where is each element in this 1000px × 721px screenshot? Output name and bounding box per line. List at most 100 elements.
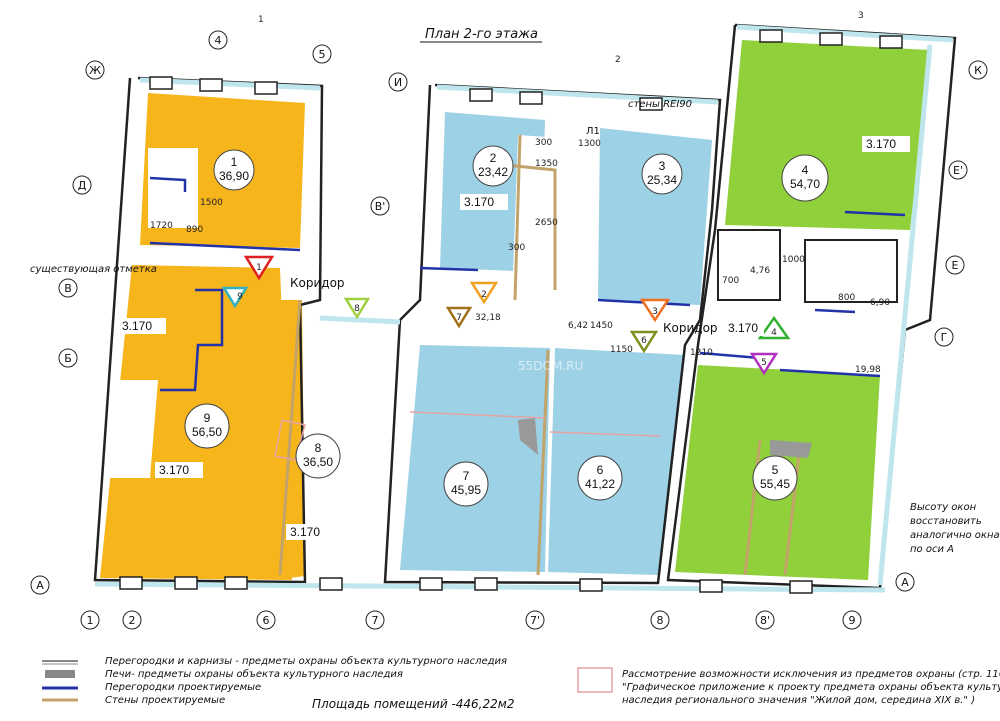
axis-label: 7' — [530, 614, 540, 627]
room-3-fill — [598, 128, 712, 305]
marker-triangle — [221, 286, 249, 309]
axis-label: Г — [941, 331, 948, 344]
level-box — [724, 320, 764, 336]
axis-circle — [948, 160, 968, 180]
window-notch — [789, 580, 813, 594]
walls-rei-label: стены REI90 — [628, 99, 692, 110]
level-mark: 3.170 — [464, 195, 494, 209]
wall-tan — [278, 299, 302, 576]
window-strip-corridor — [319, 315, 401, 325]
room-8-fill — [280, 300, 305, 578]
axis-label: 7 — [372, 614, 379, 627]
room-badge — [577, 455, 623, 501]
marker-triangle — [757, 315, 791, 340]
window-note-line: аналогично окнам — [910, 530, 1000, 541]
corridor-label-1: Коридор — [290, 276, 345, 290]
marker-number: 4 — [771, 328, 777, 338]
level-mark: 3.170 — [159, 463, 189, 477]
window-notch — [199, 78, 223, 92]
axis-label: В' — [375, 200, 386, 213]
dim-label: 890 — [186, 225, 203, 235]
window-note-line: восстановить — [910, 516, 982, 527]
wall-tan — [504, 163, 557, 290]
room-badge — [213, 149, 255, 191]
marker-number: 9 — [237, 292, 243, 302]
level-mark: 3.170 — [866, 137, 896, 151]
marker-triangle — [445, 306, 473, 329]
window-notch — [254, 81, 278, 95]
legend-text: Перегородки проектируемые — [105, 682, 261, 693]
window-note-line: Высоту окон — [910, 502, 977, 513]
axis-circle — [80, 610, 100, 630]
dim-label: 1500 — [200, 198, 223, 208]
room-badge — [752, 455, 798, 501]
bathroom-2 — [804, 239, 898, 303]
level-box — [118, 318, 166, 334]
window-notch — [224, 576, 248, 590]
axis-circle — [208, 30, 228, 50]
window-notch — [174, 576, 198, 590]
room-number: 9 — [204, 411, 211, 425]
axis-circle — [895, 572, 915, 592]
room-area: 36,90 — [219, 169, 249, 183]
room-number: 3 — [659, 159, 666, 173]
stair-left-area — [148, 148, 198, 228]
stair-center — [512, 135, 590, 302]
room-area: 23,42 — [478, 165, 508, 179]
window-note-line: по оси А — [910, 544, 954, 555]
existing-mark-label: существующая отметка — [30, 264, 157, 275]
pink-zone — [274, 419, 306, 461]
dim-label: 6,90 — [870, 298, 890, 308]
axis-circle — [30, 575, 50, 595]
room-area: 55,45 — [760, 477, 790, 491]
section-mark: 3 — [858, 11, 864, 21]
axis-label: 8 — [657, 614, 664, 627]
dim-label: 700 — [722, 276, 739, 286]
axis-label: 9 — [849, 614, 856, 627]
marker-number: 2 — [481, 290, 487, 300]
axis-circle — [58, 348, 78, 368]
axis-circle — [256, 610, 276, 630]
window-notch — [759, 29, 783, 43]
legend-text: Стены проектируемые — [105, 695, 225, 706]
legend-text: Печи- предметы охраны объекта культурног… — [105, 668, 403, 680]
level-box — [155, 462, 203, 478]
legend-right-text: Рассмотрение возможности исключения из п… — [622, 669, 1000, 680]
dim-label: 1210 — [690, 348, 713, 358]
level-box — [460, 194, 508, 210]
level-box — [862, 136, 910, 152]
room-area: 41,22 — [585, 477, 615, 491]
room-area: 45,95 — [451, 483, 481, 497]
room-6-fill — [548, 348, 685, 575]
section-mark: 1 — [258, 15, 264, 25]
partition-blue — [160, 288, 224, 392]
partition-blue — [779, 368, 881, 378]
axis-circle — [122, 610, 142, 630]
axis-circle — [842, 610, 862, 630]
axis-label: 6 — [263, 614, 270, 627]
room-area: 25,34 — [647, 173, 677, 187]
axis-label: 1 — [87, 614, 94, 627]
room-4-fill — [725, 40, 930, 230]
stair-left-bottom — [105, 380, 158, 478]
room-badge — [641, 153, 683, 195]
axis-circle — [934, 327, 954, 347]
axis-circle — [312, 44, 332, 64]
marker-triangle — [639, 298, 671, 323]
axis-label: A — [901, 576, 909, 589]
axis-circle — [945, 255, 965, 275]
axis-label: 5 — [319, 48, 326, 61]
room-badge — [184, 403, 230, 449]
window-notch — [819, 32, 843, 46]
axis-circle — [72, 175, 92, 195]
wall-center-block — [383, 83, 722, 585]
legend-right-text: наследия регионального значения "Жилой д… — [622, 695, 975, 706]
axis-label: A — [36, 579, 44, 592]
dim-label: 1150 — [610, 345, 633, 355]
axis-circle — [755, 610, 775, 630]
axis-label: Ж — [89, 64, 101, 77]
dim-label: 4,76 — [750, 266, 770, 276]
legend-right-text: "Графическое приложение к проекту предме… — [622, 681, 1000, 693]
axis-label: Д — [78, 179, 87, 192]
stove-shape — [518, 418, 538, 455]
